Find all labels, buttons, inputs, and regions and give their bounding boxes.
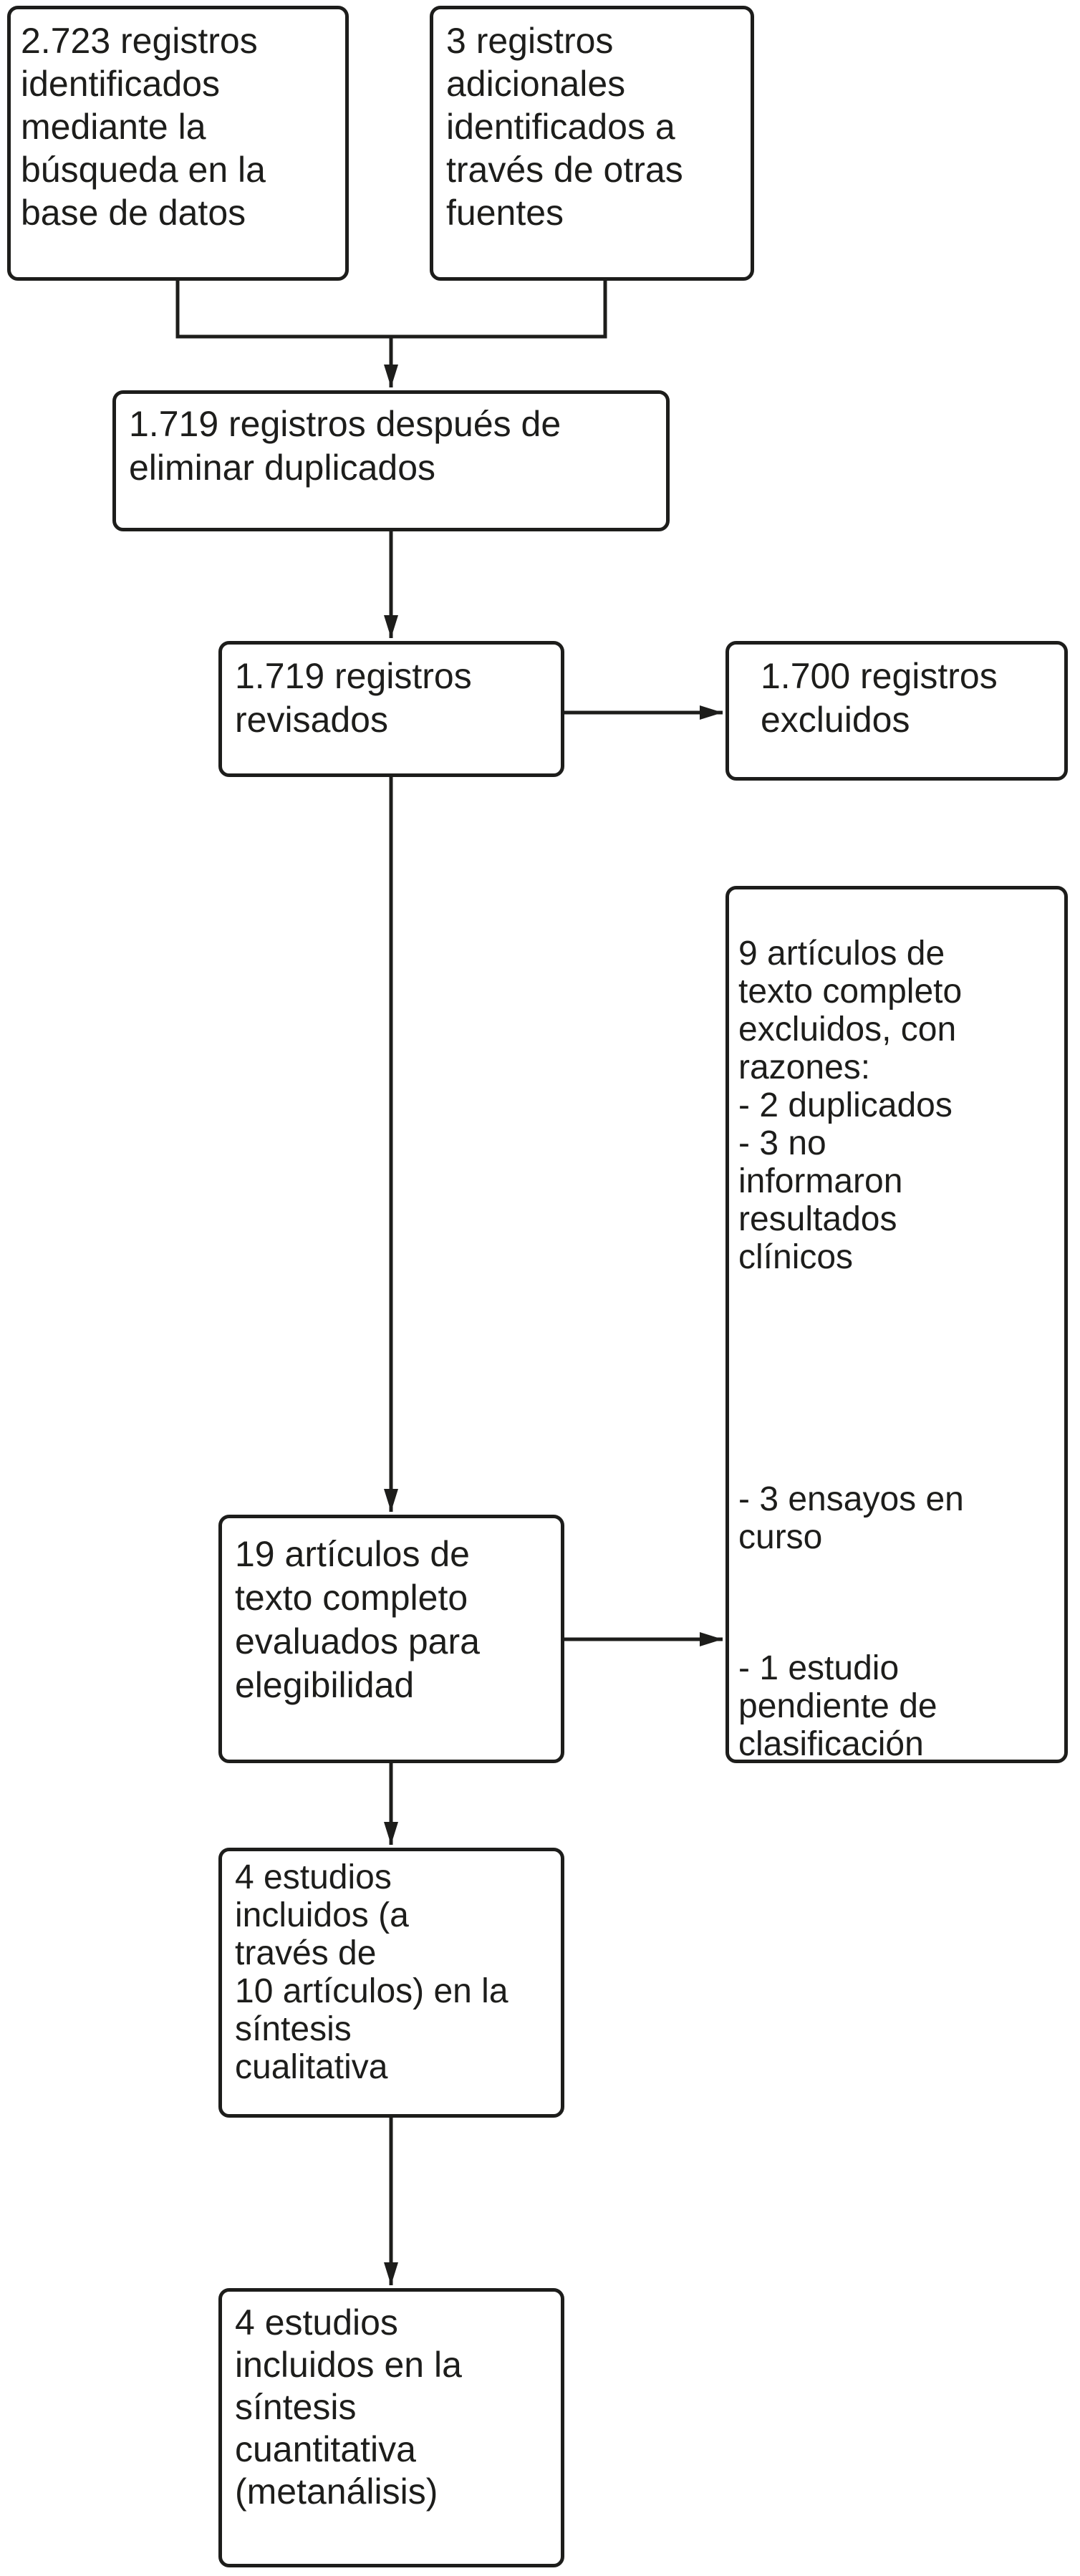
fulltext-excluded-reasons-pending-classification: - 1 estudio pendiente de clasificación [738,1649,937,1763]
connector-merge-top [175,281,607,339]
fulltext-excluded-reasons-ongoing-trials: - 3 ensayos en curso [738,1480,964,1556]
box-records-identified-database: 2.723 registros identificados mediante l… [7,6,349,281]
box-records-identified-other-sources: 3 registros adicionales identificados a … [430,6,754,281]
box-included-qualitative-synthesis: 4 estudios incluidos (a través de 10 art… [218,1848,564,2118]
box-fulltext-excluded-reasons: 9 artículos de texto completo excluidos,… [725,886,1068,1763]
box-records-screened: 1.719 registros revisados [218,641,564,777]
box-records-excluded: 1.700 registros excluidos [725,641,1068,781]
box-included-quantitative-synthesis: 4 estudios incluidos en la síntesis cuan… [218,2288,564,2567]
box-fulltext-assessed: 19 artículos de texto completo evaluados… [218,1515,564,1763]
fulltext-excluded-reasons-intro: 9 artículos de texto completo excluidos,… [738,935,963,1276]
box-records-after-duplicates-removed: 1.719 registros después de eliminar dupl… [112,390,670,531]
